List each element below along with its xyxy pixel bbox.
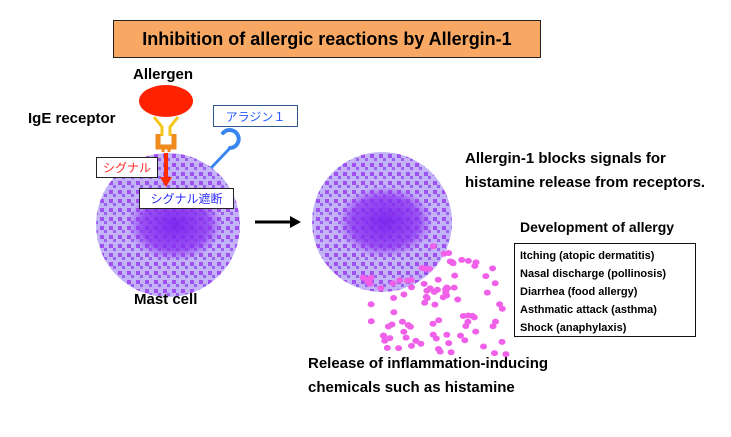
signal-arrow bbox=[160, 153, 172, 187]
histamine-granule bbox=[471, 262, 479, 269]
histamine-granule bbox=[432, 335, 440, 342]
histamine-granule bbox=[384, 323, 392, 330]
symptom-item: Asthmatic attack (asthma) bbox=[520, 304, 657, 316]
histamine-granule bbox=[389, 280, 397, 287]
histamine-granule bbox=[482, 273, 490, 280]
histamine-granule bbox=[359, 274, 367, 281]
histamine-granule bbox=[377, 285, 385, 292]
histamine-granule bbox=[498, 338, 506, 345]
release-line-1: Release of inflammation-inducing bbox=[308, 355, 549, 372]
histamine-granule bbox=[464, 257, 472, 264]
histamine-granule bbox=[443, 284, 451, 291]
allergen-label: Allergen bbox=[133, 66, 194, 83]
histamine-granule bbox=[421, 299, 429, 306]
histamine-granule bbox=[381, 337, 389, 344]
histamine-granule bbox=[386, 335, 394, 342]
histamine-granule bbox=[483, 289, 491, 296]
histamine-granule bbox=[451, 272, 459, 279]
histamine-granule bbox=[435, 317, 443, 324]
histamine-granule bbox=[367, 318, 375, 325]
symptom-item: Itching (atopic dermatitis) bbox=[520, 250, 655, 262]
histamine-granule bbox=[447, 349, 455, 356]
histamine-granule bbox=[404, 277, 411, 284]
symptom-item: Diarrhea (food allergy) bbox=[520, 286, 638, 298]
histamine-granule bbox=[400, 328, 408, 335]
mast-cell-label: Mast cell bbox=[134, 291, 198, 308]
symptoms-list: Itching (atopic dermatitis) Nasal discha… bbox=[514, 243, 696, 337]
mast-cell-right bbox=[312, 152, 452, 292]
histamine-granule bbox=[396, 277, 404, 284]
histamine-granule bbox=[449, 260, 457, 267]
histamine-granule bbox=[472, 328, 480, 335]
histamine-granule bbox=[502, 351, 510, 358]
histamine-granule bbox=[408, 284, 415, 291]
blocks-line-2: histamine release from receptors. bbox=[465, 174, 706, 191]
histamine-granules bbox=[359, 243, 510, 358]
histamine-granule bbox=[498, 305, 506, 312]
signal-block-jp-label: シグナル遮断 bbox=[139, 188, 234, 209]
histamine-granule bbox=[436, 348, 444, 355]
histamine-granule bbox=[408, 342, 415, 349]
release-line-2: chemicals such as histamine bbox=[308, 379, 515, 396]
histamine-granule bbox=[491, 350, 498, 357]
histamine-granule bbox=[431, 301, 439, 308]
histamine-granule bbox=[489, 265, 497, 272]
histamine-granule bbox=[440, 250, 448, 257]
allergin-1-jp-label: アラジン１ bbox=[213, 105, 298, 127]
transition-arrow bbox=[255, 216, 301, 228]
histamine-granule bbox=[390, 295, 398, 301]
histamine-granule bbox=[398, 318, 406, 325]
histamine-granule bbox=[464, 312, 472, 319]
ige-receptor-label: IgE receptor bbox=[28, 110, 116, 127]
histamine-granule bbox=[480, 343, 487, 350]
histamine-granule bbox=[429, 320, 437, 327]
histamine-granule bbox=[412, 337, 420, 344]
histamine-granule bbox=[367, 301, 375, 308]
blocks-description: Allergin-1 blocks signals for histamine … bbox=[465, 147, 705, 195]
histamine-granule bbox=[491, 280, 499, 287]
release-description: Release of inflammation-inducing chemica… bbox=[308, 352, 548, 400]
histamine-granule bbox=[417, 340, 425, 347]
histamine-granule bbox=[400, 291, 408, 298]
histamine-granule bbox=[422, 265, 430, 272]
allergen-shape bbox=[139, 85, 193, 117]
histamine-granule bbox=[390, 309, 398, 316]
histamine-granule bbox=[489, 323, 497, 330]
symptom-item: Nasal discharge (pollinosis) bbox=[520, 268, 667, 280]
blocks-line-1: Allergin-1 blocks signals for bbox=[465, 150, 666, 167]
histamine-granule bbox=[443, 292, 451, 299]
signal-jp-label: シグナル bbox=[96, 157, 158, 178]
histamine-granule bbox=[464, 318, 472, 325]
ige-receptor-icon bbox=[152, 116, 180, 152]
histamine-granule bbox=[443, 331, 451, 338]
histamine-granule bbox=[434, 276, 442, 283]
histamine-granule bbox=[364, 278, 372, 285]
histamine-granule bbox=[430, 288, 438, 295]
histamine-granule bbox=[422, 293, 430, 300]
diagram-title: Inhibition of allergic reactions by Alle… bbox=[113, 20, 541, 58]
histamine-granule bbox=[429, 243, 437, 250]
allergin-1-icon bbox=[209, 128, 241, 170]
histamine-granule bbox=[383, 344, 391, 351]
histamine-granule bbox=[445, 340, 453, 347]
histamine-granule bbox=[492, 318, 499, 325]
histamine-granule bbox=[454, 296, 462, 303]
development-heading: Development of allergy bbox=[520, 219, 675, 235]
histamine-granule bbox=[402, 334, 410, 341]
histamine-granule bbox=[458, 256, 466, 263]
symptom-item: Shock (anaphylaxis) bbox=[520, 322, 627, 334]
histamine-granule bbox=[404, 322, 412, 328]
histamine-granule bbox=[379, 332, 387, 339]
histamine-granule bbox=[395, 345, 403, 352]
histamine-granule bbox=[461, 337, 469, 344]
histamine-granule bbox=[496, 301, 504, 308]
histamine-granule bbox=[457, 332, 464, 339]
histamine-granule bbox=[450, 284, 458, 291]
histamine-granule bbox=[420, 280, 428, 287]
